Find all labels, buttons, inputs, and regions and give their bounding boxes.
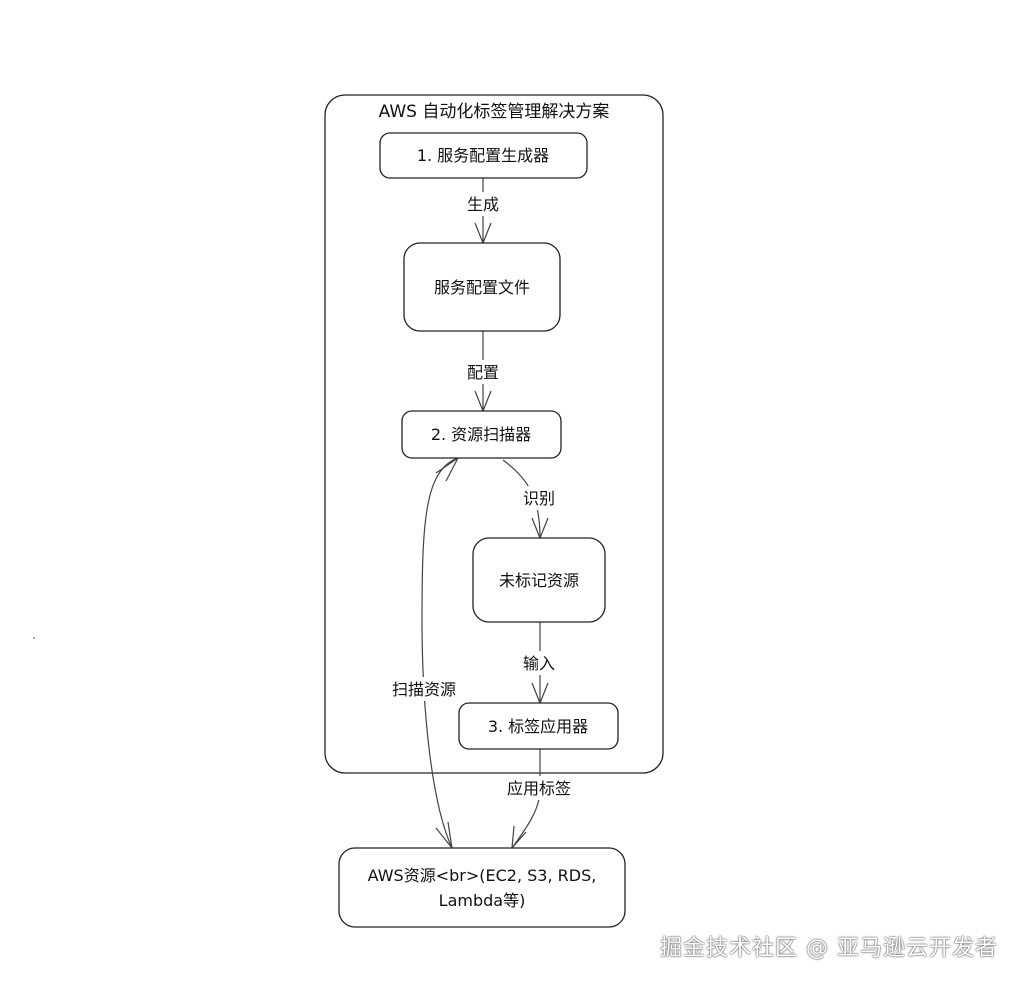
svg-text:生成: 生成 xyxy=(467,195,499,214)
svg-text:扫描资源: 扫描资源 xyxy=(392,680,456,699)
watermark: 掘金技术社区 @ 亚马逊云开发者 xyxy=(660,936,998,961)
node-tag-applier: 3. 标签应用器 xyxy=(458,702,619,750)
node-config-generator: 1. 服务配置生成器 xyxy=(379,132,588,179)
node-config-generator-label: 1. 服务配置生成器 xyxy=(417,146,549,165)
svg-text:应用标签: 应用标签 xyxy=(507,779,571,798)
svg-text:输入: 输入 xyxy=(523,654,555,673)
edge-label-identify: 识别 xyxy=(516,486,562,510)
svg-text:配置: 配置 xyxy=(467,363,499,382)
node-resource-scanner: 2. 资源扫描器 xyxy=(401,410,562,459)
edge-label-input: 输入 xyxy=(516,651,562,675)
edge-label-generate: 生成 xyxy=(460,192,506,216)
node-untagged-resources-label: 未标记资源 xyxy=(499,571,579,590)
node-aws-resources-label-line1: AWS资源<br>(EC2, S3, RDS, xyxy=(368,866,597,885)
solution-container: AWS 自动化标签管理解决方案 xyxy=(324,94,664,774)
node-config-file: 服务配置文件 xyxy=(403,242,561,332)
svg-text:识别: 识别 xyxy=(523,489,555,508)
container-title: AWS 自动化标签管理解决方案 xyxy=(379,102,610,122)
edge-label-configure: 配置 xyxy=(460,360,506,384)
node-untagged-resources: 未标记资源 xyxy=(472,537,606,623)
node-aws-resources-label-line2: Lambda等) xyxy=(439,891,526,910)
edge-label-apply-tags: 应用标签 xyxy=(496,776,582,800)
node-config-file-label: 服务配置文件 xyxy=(434,278,530,297)
stray-dot xyxy=(33,637,35,639)
node-aws-resources: AWS资源<br>(EC2, S3, RDS, Lambda等) xyxy=(338,847,626,928)
node-resource-scanner-label: 2. 资源扫描器 xyxy=(431,425,531,444)
edge-label-scan-resources: 扫描资源 xyxy=(382,677,466,701)
node-tag-applier-label: 3. 标签应用器 xyxy=(488,717,588,736)
edge-scan-resources xyxy=(421,457,459,851)
